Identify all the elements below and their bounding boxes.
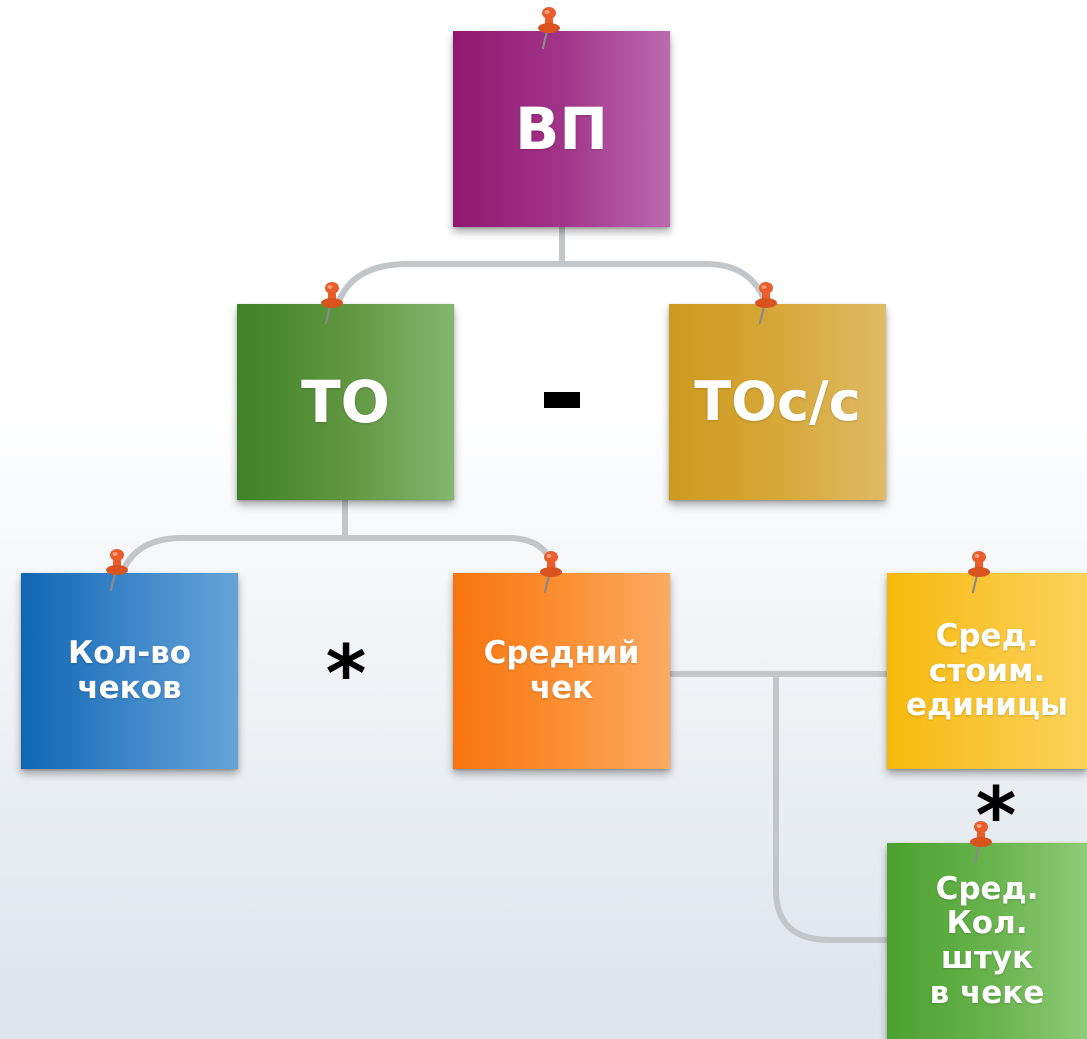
node-toss[interactable]: ТОс/с [669, 304, 886, 500]
node-to-label: ТО [301, 367, 390, 436]
node-to[interactable]: ТО [237, 304, 454, 500]
minus-operator: - [544, 392, 580, 408]
connector-to-avg-check [342, 535, 558, 576]
node-unit-cost-label: Сред. стоим. единицы [906, 617, 1068, 724]
node-unit-cost[interactable]: Сред. стоим. единицы [887, 573, 1087, 769]
connector-avg-check-items [773, 671, 890, 943]
pushpin-icon [752, 280, 786, 326]
node-average-check[interactable]: Средний чек [453, 573, 670, 769]
node-checks-count-label: Кол-во чеков [67, 635, 192, 706]
connector-vp-to [335, 261, 565, 307]
node-toss-label: ТОс/с [694, 369, 861, 433]
pushpin-icon [537, 549, 571, 595]
node-vp-label: ВП [515, 94, 608, 163]
node-checks-count[interactable]: Кол-во чеков [21, 573, 238, 769]
pushpin-icon [967, 819, 1001, 865]
pushpin-icon [535, 5, 569, 51]
connector-to-checks [119, 535, 348, 576]
connector-vp-toss [559, 261, 769, 307]
pushpin-icon [318, 280, 352, 326]
pushpin-icon [103, 547, 137, 593]
node-items-per-check-label: Сред. Кол. штук в чеке [929, 870, 1045, 1011]
node-average-check-label: Средний чек [483, 635, 640, 706]
node-items-per-check[interactable]: Сред. Кол. штук в чеке [887, 843, 1087, 1039]
node-vp[interactable]: ВП [453, 31, 670, 227]
pushpin-icon [965, 549, 999, 595]
multiply-operator-checks: * [325, 630, 367, 720]
